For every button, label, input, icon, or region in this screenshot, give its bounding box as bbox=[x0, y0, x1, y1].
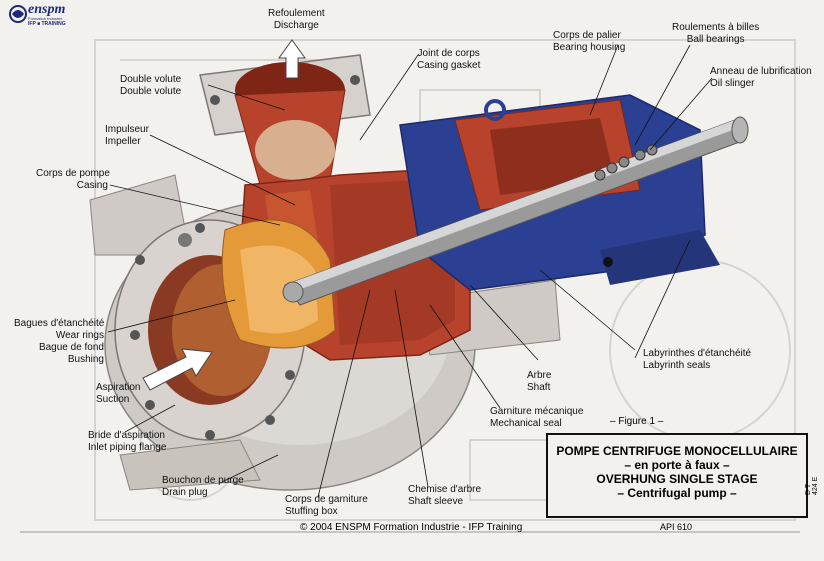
discharge-arrow bbox=[278, 39, 306, 79]
title-box: POMPE CENTRIFUGE MONOCELLULAIRE – en por… bbox=[546, 433, 808, 518]
title-line-4: – Centrifugal pump – bbox=[617, 486, 737, 500]
discharge-flange bbox=[199, 54, 371, 186]
copyright: © 2004 ENSPM Formation Industrie - IFP T… bbox=[300, 522, 523, 533]
enspm-logo: enspm Formation Industrie IFP ■ TRAINING bbox=[8, 2, 78, 27]
title-line-1: POMPE CENTRIFUGE MONOCELLULAIRE bbox=[556, 444, 798, 458]
figure-caption: – Figure 1 – bbox=[610, 416, 664, 427]
enspm-logo-icon bbox=[9, 5, 27, 23]
brand-name: enspm bbox=[28, 2, 66, 17]
suction-arrow bbox=[142, 348, 213, 391]
title-line-2: – en porte à faux – bbox=[624, 458, 730, 472]
impeller bbox=[221, 219, 336, 349]
brand-line-2: IFP ■ TRAINING bbox=[28, 21, 66, 27]
document-reference: D T 424 E bbox=[805, 476, 819, 495]
ball-bearings bbox=[594, 144, 658, 181]
brand-line-1: Formation Industrie bbox=[28, 16, 63, 21]
title-line-3: OVERHUNG SINGLE STAGE bbox=[596, 472, 758, 486]
api-standard: API 610 bbox=[660, 522, 693, 532]
leader-lines bbox=[107, 44, 713, 498]
